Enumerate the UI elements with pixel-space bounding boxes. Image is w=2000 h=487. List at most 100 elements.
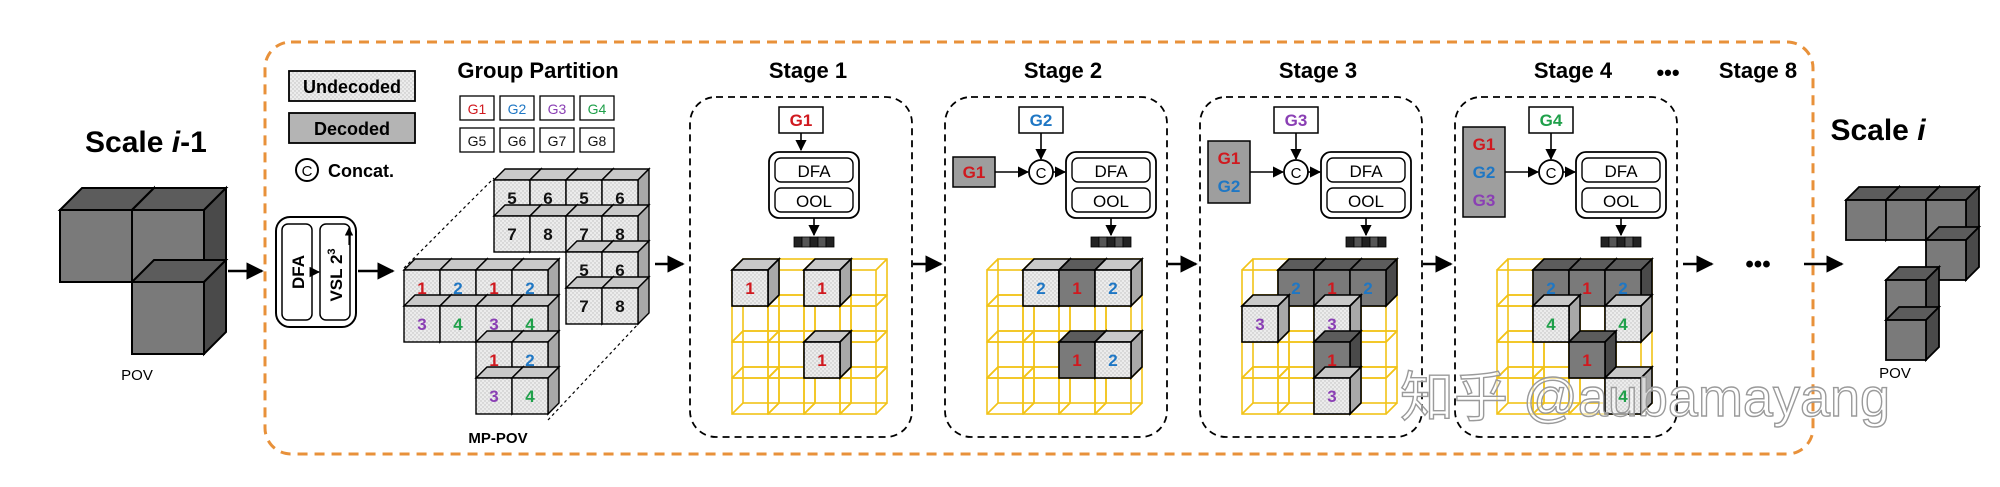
cube-label: 8 — [615, 297, 624, 316]
cube-label: 5 — [507, 189, 516, 208]
group-chip-label: G8 — [588, 133, 607, 149]
scale-prev-title: Scale i-1 — [85, 126, 207, 159]
ool-text: OOL — [796, 192, 832, 211]
stage3-title: Stage 3 — [1279, 58, 1357, 83]
group-chip-label: G6 — [508, 133, 527, 149]
partition-title: Group Partition — [457, 58, 618, 83]
dfa-text: DFA — [797, 162, 831, 181]
cube-label: 6 — [615, 189, 624, 208]
token-cell — [1608, 236, 1618, 248]
group-chip — [459, 95, 495, 121]
cube-label: 1 — [489, 279, 498, 298]
cube-label: 8 — [615, 225, 624, 244]
cube-label: 3 — [489, 315, 498, 334]
stage2-title: Stage 2 — [1024, 58, 1102, 83]
cube-front-face — [1313, 377, 1351, 415]
token-cell — [801, 236, 811, 248]
cube-front-face — [1604, 305, 1642, 343]
legend-decoded-label: Decoded — [314, 119, 390, 139]
group-chip-label: G1 — [468, 101, 487, 117]
group-chip — [539, 95, 575, 121]
stage-input-group — [1528, 106, 1574, 134]
cube-label: 1 — [1582, 279, 1591, 298]
cube-front-face — [731, 269, 769, 307]
stage-input-label: G1 — [790, 111, 813, 130]
token-cell — [1122, 236, 1132, 248]
context-group-label: G2 — [1473, 163, 1496, 182]
dfa-vsl-module: DFA VSL 23 — [275, 216, 357, 328]
cube-label: 4 — [1546, 315, 1556, 334]
cube-label: 2 — [1108, 351, 1117, 370]
cube-front-face — [1532, 305, 1570, 343]
cube-label: 6 — [615, 261, 624, 280]
ool-text: OOL — [1603, 192, 1639, 211]
token-cell — [809, 236, 819, 248]
dfa-sub-block — [1071, 157, 1151, 183]
token-cell — [1616, 236, 1626, 248]
group-chip — [579, 95, 615, 121]
ool-sub-block — [1581, 187, 1661, 213]
cube-label: 1 — [1072, 351, 1081, 370]
ool-sub-block — [774, 187, 854, 213]
context-decoded-block — [1207, 140, 1251, 204]
cube-label: 3 — [417, 315, 426, 334]
stage1-title: Stage 1 — [769, 58, 847, 83]
group-chip-label: G5 — [468, 133, 487, 149]
token-cell — [1353, 236, 1363, 248]
token-cell — [1361, 236, 1371, 248]
legend-concat-label: Concat. — [328, 161, 394, 181]
pipeline-frame — [263, 40, 1815, 456]
cube-label: 8 — [543, 225, 552, 244]
cube-label: 4 — [453, 315, 463, 334]
token-cell — [1600, 236, 1610, 248]
cube-front-face — [1604, 377, 1642, 415]
stage8-title: Stage 8 — [1719, 58, 1797, 83]
dfa-text: DFA — [1349, 162, 1383, 181]
scale-next-caption: POV — [1879, 365, 1911, 382]
cube-label: 4 — [525, 387, 535, 406]
concat-icon-letter: C — [1291, 165, 1302, 182]
ool-text: OOL — [1348, 192, 1384, 211]
dfa-sub-block — [1581, 157, 1661, 183]
cube-label: 2 — [1546, 279, 1555, 298]
partition-caption: MP-POV — [468, 430, 527, 447]
cube-front-face — [1885, 319, 1927, 361]
cube-label: 1 — [417, 279, 426, 298]
cube-label: 7 — [579, 297, 588, 316]
context-group-label: G1 — [963, 163, 986, 182]
cube-label: 5 — [579, 261, 588, 280]
cube-front-face — [803, 341, 841, 379]
token-cell — [817, 236, 827, 248]
concat-icon-letter: C — [1546, 165, 1557, 182]
cube-front-face — [1094, 269, 1132, 307]
ool-sub-block — [1071, 187, 1151, 213]
cube-label: 7 — [579, 225, 588, 244]
cube-label: 1 — [1327, 351, 1336, 370]
group-chip-label: G4 — [588, 101, 607, 117]
cube-label: 1 — [1582, 351, 1591, 370]
group-chip-label: G7 — [548, 133, 567, 149]
context-group-label: G3 — [1473, 191, 1496, 210]
stage-input-label: G3 — [1285, 111, 1308, 130]
token-cell — [1098, 236, 1108, 248]
cube-front-face — [1058, 269, 1096, 307]
stage-ellipsis: ••• — [1656, 60, 1679, 85]
context-decoded-block — [952, 156, 996, 188]
cube-label: 3 — [1327, 387, 1336, 406]
cube-label: 2 — [453, 279, 462, 298]
cube-front-face — [1885, 199, 1927, 241]
cube-front-face — [511, 377, 549, 415]
cube-label: 4 — [1618, 387, 1628, 406]
cube-label: 1 — [489, 351, 498, 370]
concat-icon-letter: C — [302, 163, 313, 180]
group-chip — [499, 127, 535, 153]
legend: Undecoded Decoded C Concat. — [288, 70, 416, 182]
cube-label: 4 — [1618, 315, 1628, 334]
wire-voxel — [839, 377, 877, 415]
cube-label: 2 — [1618, 279, 1627, 298]
token-cell — [1624, 236, 1634, 248]
context-decoded-block — [1462, 126, 1506, 218]
